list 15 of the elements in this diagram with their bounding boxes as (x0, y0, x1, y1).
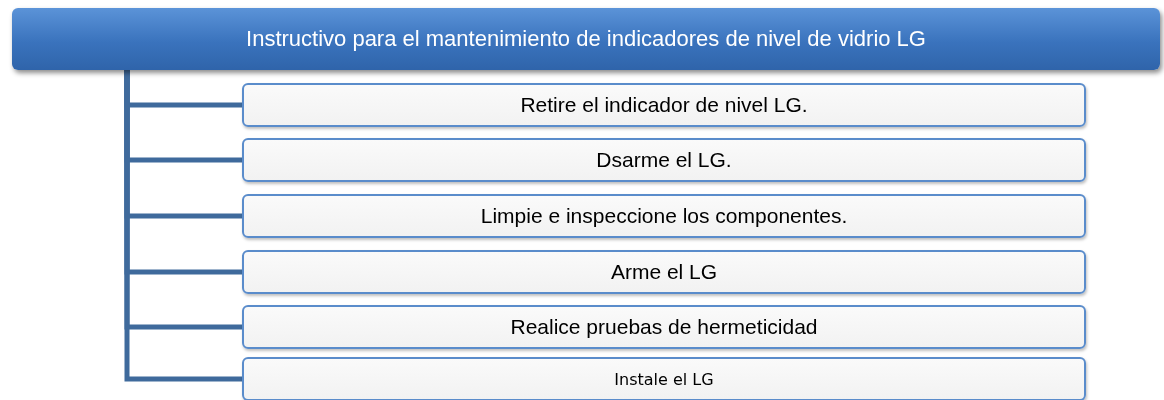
step-text: Retire el indicador de nivel LG. (520, 93, 808, 117)
connector-line (124, 70, 242, 382)
title-box (12, 8, 1160, 70)
step-text: Limpie e inspeccione los componentes. (480, 204, 848, 228)
step-box (242, 250, 1086, 294)
step-text: Arme el LG (610, 260, 718, 284)
step-box (242, 83, 1086, 127)
title-text: Instructivo para el mantenimiento de indicadores de nivel de vidrio LG (246, 26, 926, 52)
step-box (242, 138, 1086, 182)
step-text: Realice pruebas de hermeticidad (510, 315, 818, 339)
step-text: Instale el LG (614, 369, 714, 389)
step-box (242, 305, 1086, 349)
step-box (242, 194, 1086, 238)
step-text: Dsarme el LG. (596, 148, 732, 172)
step-box (242, 357, 1086, 400)
